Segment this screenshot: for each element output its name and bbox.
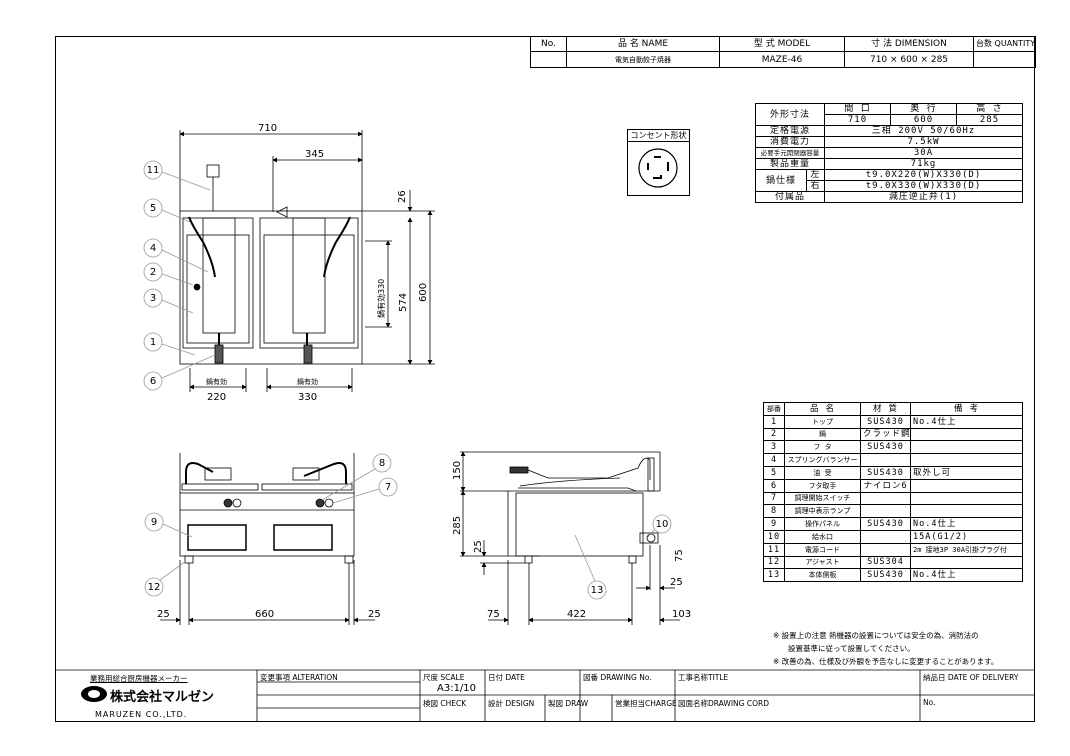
dim-offset: 345 <box>305 149 324 160</box>
balloon-13: 13 <box>591 585 604 596</box>
balloon-5: 5 <box>150 203 156 214</box>
dim-pan-depth: 鍋有効330 <box>376 279 386 318</box>
balloon-12: 12 <box>148 582 161 593</box>
dim-75-vert: 75 <box>674 549 685 562</box>
note-2: 設置基準に従って設置してください。 <box>788 644 915 653</box>
scale-label: 尺度 SCALE <box>423 673 465 682</box>
part-no: 13 <box>763 568 785 583</box>
alteration-label: 変更事項 ALTERATION <box>260 673 338 682</box>
note-1: ※ 設置上の注意 熱機器の設置については安全の為、消防法の <box>773 631 979 640</box>
balloon-10: 10 <box>656 519 669 530</box>
header-table: No. 品 名 NAME 型 式 MODEL 寸 法 DIMENSION 台数 … <box>530 36 1036 68</box>
balloon-11: 11 <box>147 165 160 176</box>
dim-103: 103 <box>672 609 691 620</box>
dim-right-25: 25 <box>368 609 381 620</box>
maker-tagline: 業務用総合厨房機器メーカー <box>90 674 188 683</box>
dim-pan-right: 330 <box>298 392 317 403</box>
dim-285: 285 <box>452 516 463 535</box>
dim-660: 660 <box>255 609 274 620</box>
company-logo-icon <box>81 686 107 702</box>
dim-150: 150 <box>452 461 463 480</box>
balloon-6: 6 <box>150 376 156 387</box>
dim-width: 710 <box>258 123 277 134</box>
title-block-grid <box>55 669 1035 722</box>
dim-25-vert: 25 <box>473 540 484 553</box>
row-dimension: 710 × 600 × 285 <box>844 51 974 68</box>
balloon-1: 1 <box>150 337 156 348</box>
title-label: 工事名称TITLE <box>678 673 729 682</box>
draw-label: 製図 DRAW <box>548 699 589 708</box>
no-label: No. <box>923 698 936 707</box>
front-view: 25 660 25 8 7 9 12 <box>144 453 398 625</box>
drawing-no-label: 図番 DRAWING No. <box>583 673 652 682</box>
top-view: 710 345 26 574 600 鍋有効330 鍋有効 220 鍋有効 33… <box>143 123 435 403</box>
balloon-7: 7 <box>385 482 391 493</box>
pan-left-label: 鍋有効 <box>206 377 227 386</box>
balloon-3: 3 <box>150 293 156 304</box>
accessory-value: 減圧逆止弁(1) <box>824 191 1024 203</box>
dim-422: 422 <box>567 609 586 620</box>
part-remarks: No.4仕上 <box>910 568 1023 583</box>
dim-left-25: 25 <box>157 609 170 620</box>
balloon-8: 8 <box>379 458 385 469</box>
balloon-9: 9 <box>151 517 157 528</box>
check-label: 検図 CHECK <box>423 699 467 708</box>
delivery-label: 納品日 DATE OF DELIVERY <box>923 673 1019 682</box>
pan-right-label: 鍋有効 <box>297 377 318 386</box>
date-label: 日付 DATE <box>488 673 525 682</box>
note-3: ※ 改善の為、仕様及び外観を予告なしに変更することがあります。 <box>773 657 999 666</box>
parts-row: 2鍋クラッド鋼板 <box>763 427 1023 442</box>
dim-574: 574 <box>398 293 409 312</box>
drawing-cord-label: 図面名称DRAWING CORD <box>678 699 769 708</box>
balloon-4: 4 <box>150 243 156 254</box>
spec-table: 外形寸法 間 口 奥 行 高 さ 710 600 285 定格電源三相 200V… <box>754 103 1024 203</box>
connector-label: コンセント形状 <box>628 130 689 142</box>
dim-pan-left: 220 <box>207 392 226 403</box>
charge-label: 営業担当CHARGE <box>615 699 677 708</box>
company-name-jp: 株式会社マルゼン <box>110 690 215 705</box>
company-name-en: MARUZEN CO.,LTD. <box>95 710 188 719</box>
outlet-icon <box>638 148 678 188</box>
scale-value: A3:1/10 <box>437 683 477 694</box>
dim-600: 600 <box>418 283 429 302</box>
connector-box: コンセント形状 <box>627 129 690 196</box>
design-label: 設計 DESIGN <box>488 699 535 708</box>
row-quantity <box>973 51 1036 68</box>
accessory-label: 付属品 <box>754 191 826 203</box>
dim-25-horiz: 25 <box>670 577 683 588</box>
balloon-2: 2 <box>150 267 156 278</box>
dim-26: 26 <box>397 190 408 203</box>
side-view: 150 285 25 75 25 75 422 103 10 13 <box>452 451 691 625</box>
dim-75: 75 <box>487 609 500 620</box>
